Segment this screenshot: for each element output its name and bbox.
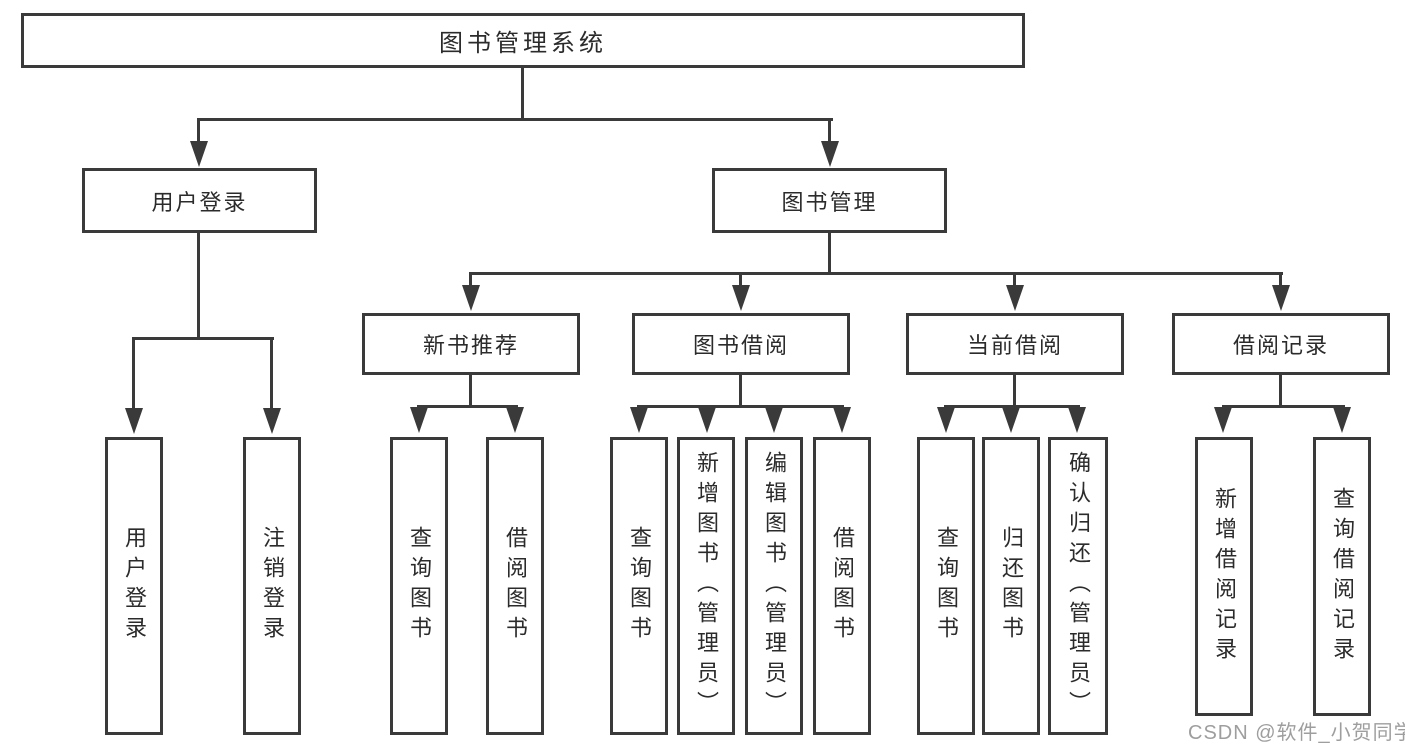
connector-user-login-stem (197, 233, 200, 340)
node-label: 图书借阅 (692, 333, 789, 358)
leaf-confirm-return-admin: 确认归还（管理员） (1048, 437, 1108, 735)
node-label: 图书管理 (781, 189, 878, 215)
connector-book-borrow-bar (637, 405, 844, 408)
node-label: 用户登录 (151, 189, 248, 215)
arrowhead-down (1006, 285, 1024, 311)
node-book-borrow: 图书借阅 (632, 313, 850, 375)
arrowhead-down (630, 407, 648, 433)
connector-root-bar (197, 118, 833, 121)
leaf-borrow-books-1: 借阅图书 (486, 437, 544, 735)
node-label: 新增图书（管理员） (694, 451, 719, 721)
arrowhead-down (937, 407, 955, 433)
node-label: 查询图书 (627, 526, 652, 646)
arrowhead-down (1272, 285, 1290, 311)
arrowhead-down (1333, 407, 1351, 433)
arrowhead-down (698, 407, 716, 433)
arrowhead-down (410, 407, 428, 433)
arrowhead-down (462, 285, 480, 311)
connector-borrow-records-bar (1222, 405, 1345, 408)
connector-drop-book-management (828, 120, 831, 143)
connector-drop-borrow-records (1279, 274, 1282, 287)
arrowhead-down (125, 408, 143, 434)
csdn-watermark: CSDN @软件_小贺同学 (1188, 722, 1405, 744)
node-label: 借阅图书 (503, 526, 528, 646)
leaf-add-borrow-record: 新增借阅记录 (1195, 437, 1253, 716)
node-borrow-records: 借阅记录 (1172, 313, 1390, 375)
connector-user-login-bar (132, 337, 274, 340)
node-label: 查询图书 (407, 526, 432, 646)
connector-book-borrow-stem (739, 375, 742, 407)
connector-borrow-records-stem (1279, 375, 1282, 407)
arrowhead-down (765, 407, 783, 433)
node-label: 当前借阅 (966, 333, 1063, 358)
node-label: 查询图书 (934, 526, 959, 646)
connector-drop-current-borrow (1013, 274, 1016, 287)
node-label: 用户登录 (122, 526, 147, 646)
arrowhead-down (732, 285, 750, 311)
arrowhead-down (263, 408, 281, 434)
node-new-book-recommend: 新书推荐 (362, 313, 580, 375)
arrowhead-down (1002, 407, 1020, 433)
connector-current-borrow-bar (944, 405, 1080, 408)
leaf-query-books-1: 查询图书 (390, 437, 448, 735)
arrowhead-down (833, 407, 851, 433)
node-book-management: 图书管理 (712, 168, 947, 233)
connector-book-management-stem (828, 233, 831, 275)
leaf-logout: 注销登录 (243, 437, 301, 735)
leaf-user-login: 用户登录 (105, 437, 163, 735)
leaf-borrow-books-2: 借阅图书 (813, 437, 871, 735)
node-label: 编辑图书（管理员） (762, 451, 787, 721)
arrowhead-down (506, 407, 524, 433)
connector-drop-book-borrow (739, 274, 742, 287)
connector-new-book-recommend-bar (417, 405, 518, 408)
connector-drop-leaf-logout (270, 339, 273, 409)
connector-drop-new-book-recommend (469, 274, 472, 287)
leaf-query-books-2: 查询图书 (610, 437, 668, 735)
connector-root-stem (521, 68, 524, 121)
node-label: 归还图书 (999, 526, 1024, 646)
connector-current-borrow-stem (1013, 375, 1016, 407)
node-label: 新增借阅记录 (1212, 486, 1237, 667)
leaf-query-borrow-record: 查询借阅记录 (1313, 437, 1371, 716)
connector-drop-leaf-user-login (132, 339, 135, 409)
arrowhead-down (1214, 407, 1232, 433)
leaf-add-books-admin: 新增图书（管理员） (677, 437, 735, 735)
arrowhead-down (1068, 407, 1086, 433)
connector-new-book-recommend-stem (469, 375, 472, 407)
node-label: 注销登录 (260, 526, 285, 646)
node-label: 新书推荐 (422, 333, 519, 358)
node-current-borrow: 当前借阅 (906, 313, 1124, 375)
connector-drop-user-login (197, 120, 200, 143)
leaf-query-books-3: 查询图书 (917, 437, 975, 735)
arrowhead-down (190, 141, 208, 167)
node-label: 借阅记录 (1232, 333, 1329, 358)
node-label: 确认归还（管理员） (1066, 451, 1091, 721)
leaf-return-books: 归还图书 (982, 437, 1040, 735)
node-user-login: 用户登录 (82, 168, 317, 233)
node-label: 查询借阅记录 (1330, 486, 1355, 667)
arrowhead-down (821, 141, 839, 167)
node-label: 图书管理系统 (439, 30, 607, 57)
node-label: 借阅图书 (830, 526, 855, 646)
node-root: 图书管理系统 (21, 13, 1025, 68)
leaf-edit-books-admin: 编辑图书（管理员） (745, 437, 803, 735)
connector-book-management-bar (469, 272, 1283, 275)
